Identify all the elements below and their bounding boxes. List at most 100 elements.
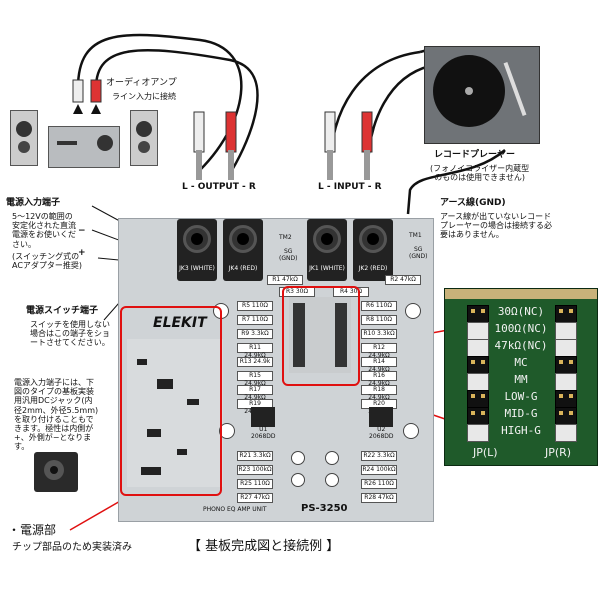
power-switch-title: 電源スイッチ端子 — [26, 306, 99, 316]
zoom-row-label: MM — [514, 373, 528, 386]
res-bottom-left-3: R27 47kΩ — [237, 493, 273, 503]
cap-c16 — [403, 423, 419, 439]
res-left-2: R9 3.3kΩ — [237, 329, 273, 339]
ic-u2 — [369, 407, 393, 427]
dc-jack-note: 電源入力端子には、下 図のタイプの基板実装 用汎用DCジャック(内 径2mm、外… — [14, 378, 99, 452]
cap-c9 — [291, 451, 305, 465]
jumper-zoom-photo: 30Ω(NC) 100Ω(NC) 47kΩ(NC) MC MM LOW-G MID-G HIG… — [444, 288, 598, 466]
res-left-5: R15 24.9kΩ — [237, 371, 273, 387]
jumper-left — [467, 373, 489, 391]
jp-right-label: JP(R) — [545, 446, 572, 459]
res-right-6: R18 24.9kΩ — [361, 385, 397, 401]
res-left-4: R13 24.9k — [237, 357, 273, 367]
cap-c12 — [325, 473, 339, 487]
jumper-left — [467, 305, 489, 323]
figure-caption: 【 基板完成図と接続例 】 — [188, 539, 340, 554]
ic-u1 — [251, 407, 275, 427]
cap-c2 — [405, 303, 421, 319]
brand-logo: ELEKIT — [153, 315, 207, 331]
turntable-title: レコードプレーヤー — [434, 150, 516, 160]
r1: R1 47kΩ — [267, 275, 303, 285]
jumper-right — [555, 305, 577, 323]
jk4-label: JK4 (RED) — [228, 265, 258, 272]
jumper-left — [467, 407, 489, 425]
power-input-title: 電源入力端子 — [6, 198, 61, 208]
jumper-right — [555, 356, 577, 374]
tm2-label: TM2 — [279, 234, 292, 241]
jk2-label: JK2 (RED) — [358, 265, 388, 272]
jack-jk4 — [223, 219, 263, 281]
ground-note: アース線が出ていないレコード プレーヤーの場合は接続する必 要はありません。 — [440, 212, 552, 240]
res-right-2: R10 3.3kΩ — [361, 329, 397, 339]
right-speaker — [130, 110, 158, 166]
res-left-3: R11 24.9kΩ — [237, 343, 273, 359]
res-bottom-right-0: R22 3.3kΩ — [361, 451, 397, 461]
amp-title: オーディオアンプ — [106, 78, 177, 88]
jumper-highlight — [282, 286, 360, 386]
u1-label: U1 2068DD — [251, 426, 276, 440]
res-right-4: R14 24.9kΩ — [361, 357, 397, 373]
res-right-0: R6 110Ω — [361, 301, 397, 311]
jack-jk1 — [307, 219, 347, 281]
turntable-note: (フォノイコライザー内蔵型 のものは使用できません) — [430, 164, 530, 183]
zoom-row-label: MC — [514, 356, 528, 369]
res-right-5: R16 24.9kΩ — [361, 371, 397, 387]
jumper-left — [467, 356, 489, 374]
cap-c13 — [219, 423, 235, 439]
res-bottom-right-3: R28 47kΩ — [361, 493, 397, 503]
power-minus: − — [78, 226, 86, 236]
audio-amplifier — [48, 126, 120, 168]
power-plus: + — [78, 248, 86, 258]
board-footer-right: PS-3250 — [301, 503, 348, 514]
amp-subtitle: ライン入力に接続 — [112, 92, 176, 101]
jumper-block — [289, 297, 351, 373]
jumper-right — [555, 339, 577, 357]
jack-jk3 — [177, 219, 217, 281]
record-player — [424, 46, 540, 144]
output-label: L - OUTPUT - R — [182, 182, 256, 192]
res-left-6: R17 24.9kΩ — [237, 385, 273, 401]
res-bottom-right-1: R24 100kΩ — [361, 465, 397, 475]
power-input-note: (スイッチング式の ACアダプター推奨) — [12, 252, 83, 271]
jumper-left — [467, 322, 489, 340]
res-bottom-right-2: R26 110Ω — [361, 479, 397, 489]
left-speaker — [10, 110, 38, 166]
u2-label: U2 2068DD — [369, 426, 394, 440]
power-section-highlight — [120, 306, 222, 496]
pcb-board: JK3 (WHITE) JK4 (RED) JK1 (WHITE) JK2 (R… — [118, 218, 434, 522]
zoom-row-label: MID-G — [504, 407, 538, 420]
res-bottom-left-0: R21 3.3kΩ — [237, 451, 273, 461]
jk3-label: JK3 (WHITE) — [179, 265, 215, 272]
board-footer-left: PHONO EQ AMP UNIT — [203, 506, 267, 513]
sg-left-label: SG (GND) — [279, 248, 298, 262]
ground-title: アース線(GND) — [440, 198, 506, 208]
jumper-left — [467, 390, 489, 408]
jumper-right — [555, 390, 577, 408]
res-bottom-left-2: R25 110Ω — [237, 479, 273, 489]
res-left-1: R7 110Ω — [237, 315, 273, 325]
zoom-row-label: 47kΩ(NC) — [494, 339, 548, 352]
cap-c10 — [325, 451, 339, 465]
r2: R2 47kΩ — [385, 275, 421, 285]
power-switch-desc: スイッチを使用しない 場合はこの端子をショ ートさせてください。 — [30, 320, 110, 348]
sg-right-label: SG (GND) — [409, 246, 428, 260]
zoom-row-label: LOW-G — [504, 390, 538, 403]
power-input-desc: 5〜12Vの範囲の 安定化された直流 電源をお使いくだ さい。 — [12, 212, 76, 249]
jumper-right — [555, 322, 577, 340]
jp-left-label: JP(L) — [473, 446, 498, 459]
jumper-right — [555, 407, 577, 425]
jumper-right — [555, 424, 577, 442]
power-section-title: ・電源部 — [8, 523, 57, 537]
zoom-row-label: 30Ω(NC) — [497, 305, 545, 318]
res-right-1: R8 110Ω — [361, 315, 397, 325]
jumper-left — [467, 339, 489, 357]
jumper-left — [467, 424, 489, 442]
zoom-row-label: HIGH-G — [501, 424, 541, 437]
zoom-row-label: 100Ω(NC) — [494, 322, 548, 335]
cap-c11 — [291, 473, 305, 487]
tm1-label: TM1 — [409, 232, 422, 239]
chip-area — [127, 339, 223, 487]
res-left-0: R5 110Ω — [237, 301, 273, 311]
dc-jack-image — [34, 452, 78, 492]
jumper-right — [555, 373, 577, 391]
